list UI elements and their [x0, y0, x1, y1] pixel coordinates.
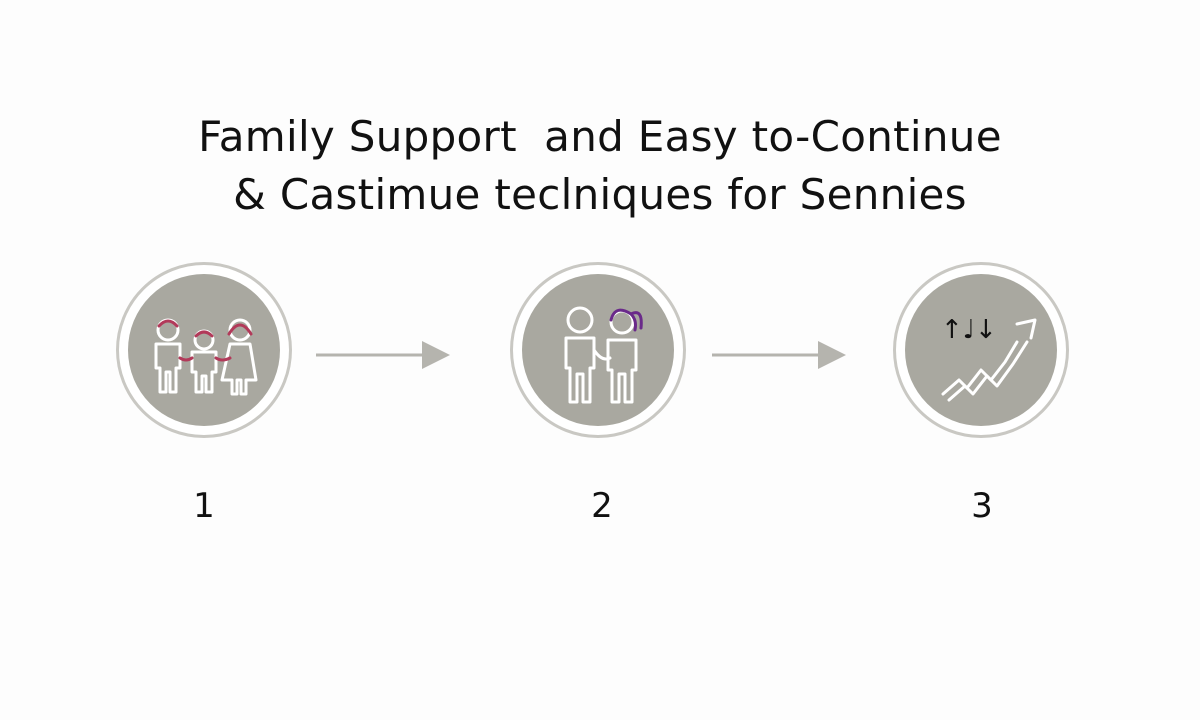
title-line-2: & Castimue teclniques for Sennies	[233, 170, 967, 219]
trend-up-icon: ↑♩↓	[941, 315, 1037, 402]
step-2-number: 2	[591, 486, 613, 526]
arrow-2-to-3	[712, 341, 846, 369]
diagram-title: Family Support and Easy to-Continue & Ca…	[0, 108, 1200, 224]
step-3-circle: ↑♩↓	[893, 262, 1069, 438]
step-3-number: 3	[971, 486, 993, 526]
title-line-1: Family Support and Easy to-Continue	[198, 112, 1002, 161]
trend-symbols: ↑♩↓	[941, 315, 997, 345]
step-1-circle	[116, 262, 292, 438]
family-icon	[154, 318, 258, 396]
couple-icon	[564, 306, 643, 404]
arrow-1-to-2	[316, 341, 450, 369]
step-1-number: 1	[193, 486, 215, 526]
step-2-circle	[510, 262, 686, 438]
